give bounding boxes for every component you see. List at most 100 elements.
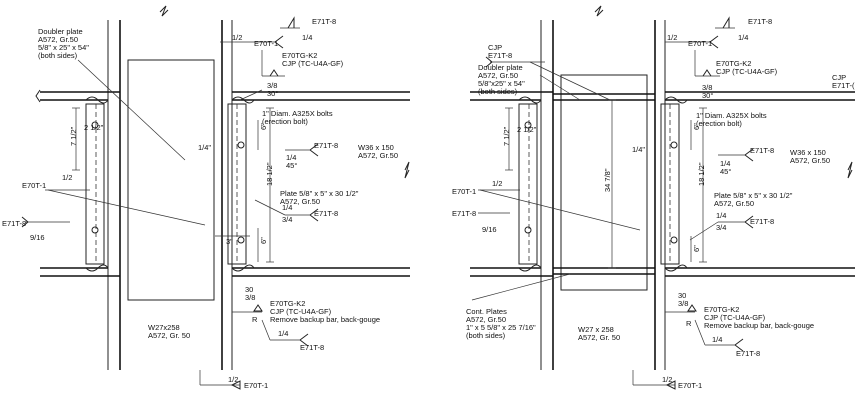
right-bot-fillet-spec: E71T-8 bbox=[736, 349, 760, 358]
left-plate-note-2: A572, Gr.50 bbox=[280, 197, 320, 206]
right-cjp-top-size: 3/8 bbox=[702, 83, 712, 92]
right-plate-note-1: Plate 5/8" x 5" x 30 1/2" bbox=[714, 191, 793, 200]
left-bot-cjp-1: E70TG-K2 bbox=[270, 299, 305, 308]
right-weld-half: 1/2 bbox=[492, 179, 502, 188]
left-beam-2: A572, Gr.50 bbox=[358, 151, 398, 160]
right-cjp-top-angle: 30° bbox=[702, 91, 713, 100]
left-weld-9-16: 9/16 bbox=[30, 233, 45, 242]
right-dim-6-top: 6" bbox=[692, 123, 701, 130]
right-weld-e71t8: E71T-8 bbox=[452, 209, 476, 218]
left-bolts-note-1: 1" Diam. A325X bolts bbox=[262, 109, 333, 118]
right-cont-plates-2: A572, Gr.50 bbox=[466, 315, 506, 324]
left-cjp-top-1: E70TG-K2 bbox=[282, 51, 317, 60]
left-fillet-2-top: 1/4 bbox=[282, 203, 292, 212]
right-dim-2-5: 2 1/2" bbox=[517, 125, 537, 134]
right-beam-2: A572, Gr.50 bbox=[790, 156, 830, 165]
right-cjp-edge-1: CJP bbox=[832, 73, 846, 82]
right-doubler-note-1: Doubler plate bbox=[478, 63, 523, 72]
right-fillet-1: 1/4 bbox=[720, 159, 730, 168]
right-top-weld-1-spec: E70T-1 bbox=[688, 39, 712, 48]
left-beam-1: W36 x 150 bbox=[358, 143, 394, 152]
right-dim-6-bot: 6" bbox=[692, 245, 701, 252]
left-fillet-1-angle: 45° bbox=[286, 161, 297, 170]
left-top-weld-2-spec: E71T-8 bbox=[312, 17, 336, 26]
right-fillet-2-top: 1/4 bbox=[716, 211, 726, 220]
right-bot-cjp-angle: 30 bbox=[678, 291, 686, 300]
right-dim-7-5: 7 1/2" bbox=[502, 126, 511, 146]
right-bot-cjp-1: E70TG-K2 bbox=[704, 305, 739, 314]
right-fillet-1-angle: 45° bbox=[720, 167, 731, 176]
right-fillet-2-bot: 3/4 bbox=[716, 223, 726, 232]
right-bot-cjp-3: Remove backup bar, back-gouge bbox=[704, 321, 814, 330]
left-cjp-top-angle: 30° bbox=[267, 89, 278, 98]
left-column-2: A572, Gr. 50 bbox=[148, 331, 190, 340]
right-cont-plates-1: Cont. Plates bbox=[466, 307, 507, 316]
right-plate-note-2: A572, Gr.50 bbox=[714, 199, 754, 208]
left-doubler-note-3: 5/8" x 25" x 54" bbox=[38, 43, 89, 52]
right-cjp-note-1: CJP bbox=[488, 43, 502, 52]
right-bot-fillet: 1/4 bbox=[712, 335, 722, 344]
right-weld-e70t1: E70T-1 bbox=[452, 187, 476, 196]
left-bot-cjp-3: Remove backup bar, back-gouge bbox=[270, 315, 380, 324]
right-top-weld-2: 1/4 bbox=[738, 33, 748, 42]
left-bot-fillet-spec: E71T-8 bbox=[300, 343, 324, 352]
right-top-weld-1: 1/2 bbox=[667, 33, 677, 42]
right-doubler-note-3: 5/8"x25" x 54" bbox=[478, 79, 525, 88]
right-cont-plates-3: 1" x 5 5/8" x 25 7/16" bbox=[466, 323, 536, 332]
right-column-2: A572, Gr. 50 bbox=[578, 333, 620, 342]
right-dim-34: 34 7/8" bbox=[603, 168, 612, 192]
left-bot-cjp-size: 3/8 bbox=[245, 293, 255, 302]
right-doubler-note-4: (both sides) bbox=[478, 87, 518, 96]
left-column-1: W27x258 bbox=[148, 323, 180, 332]
right-detail bbox=[470, 5, 855, 390]
left-fillet-2-bot: 3/4 bbox=[282, 215, 292, 224]
right-cjp-note-2: E71T-8 bbox=[488, 51, 512, 60]
right-bolts-note-1: 1" Diam. A325X bolts bbox=[696, 111, 767, 120]
right-cjp-top-1: E70TG-K2 bbox=[716, 59, 751, 68]
left-dim-1-4: 1/4" bbox=[198, 143, 211, 152]
left-doubler-note-4: (both sides) bbox=[38, 51, 78, 60]
left-cjp-top-2: CJP (TC-U4A-GF) bbox=[282, 59, 344, 68]
left-doubler-note-2: A572, Gr.50 bbox=[38, 35, 78, 44]
right-detail-labels: CJP E71T-8 Doubler plate A572, Gr.50 5/8… bbox=[452, 17, 855, 390]
left-bot-weld: 1/2 bbox=[228, 375, 238, 384]
right-beam-1: W36 x 150 bbox=[790, 148, 826, 157]
right-column-1: W27 x 258 bbox=[578, 325, 614, 334]
left-dim-7-5: 7 1/2" bbox=[69, 126, 78, 146]
left-bolts-note-2: (erection bolt) bbox=[262, 117, 308, 126]
left-bot-r: R bbox=[252, 315, 258, 324]
right-bot-cjp-size: 3/8 bbox=[678, 299, 688, 308]
right-top-weld-2-spec: E71T-8 bbox=[748, 17, 772, 26]
right-dim-1-4: 1/4" bbox=[632, 145, 645, 154]
left-weld-e70t1: E70T-1 bbox=[22, 181, 46, 190]
right-bot-cjp-2: CJP (TC-U4A-GF) bbox=[704, 313, 766, 322]
right-cjp-top-2: CJP (TC-U4A-GF) bbox=[716, 67, 778, 76]
right-cjp-edge-2: E71T-( bbox=[832, 81, 855, 90]
right-bolts-note-2: (erection bolt) bbox=[696, 119, 742, 128]
right-doubler-note-2: A572, Gr.50 bbox=[478, 71, 518, 80]
left-cjp-top-size: 3/8 bbox=[267, 81, 277, 90]
right-fillet-2-spec: E71T-8 bbox=[750, 217, 774, 226]
right-cont-plates-4: (both sides) bbox=[466, 331, 506, 340]
left-weld-e71t8: E71T-8 bbox=[2, 219, 26, 228]
right-bot-r: R bbox=[686, 319, 692, 328]
left-dim-2-5: 2 1/2" bbox=[84, 123, 104, 132]
left-dim-3: 3" bbox=[226, 237, 233, 246]
left-bot-cjp-angle: 30 bbox=[245, 285, 253, 294]
left-dim-6-top: 6" bbox=[259, 123, 268, 130]
left-fillet-2-spec: E71T-8 bbox=[314, 209, 338, 218]
left-bot-weld-spec: E70T-1 bbox=[244, 381, 268, 390]
left-detail bbox=[21, 5, 410, 390]
left-top-weld-1-spec: E70T-1 bbox=[254, 39, 278, 48]
left-fillet-1-spec: E71T-8 bbox=[314, 141, 338, 150]
right-bot-weld-spec: E70T-1 bbox=[678, 381, 702, 390]
left-weld-half: 1/2 bbox=[62, 173, 72, 182]
right-bot-weld: 1/2 bbox=[662, 375, 672, 384]
left-bot-cjp-2: CJP (TC-U4A-GF) bbox=[270, 307, 332, 316]
left-top-weld-1: 1/2 bbox=[232, 33, 242, 42]
left-plate-note-1: Plate 5/8" x 5" x 30 1/2" bbox=[280, 189, 359, 198]
left-detail-labels: Doubler plate A572, Gr.50 5/8" x 25" x 5… bbox=[2, 17, 398, 390]
right-dim-18-5: 18 1/2" bbox=[697, 162, 706, 186]
left-doubler-note-1: Doubler plate bbox=[38, 27, 83, 36]
